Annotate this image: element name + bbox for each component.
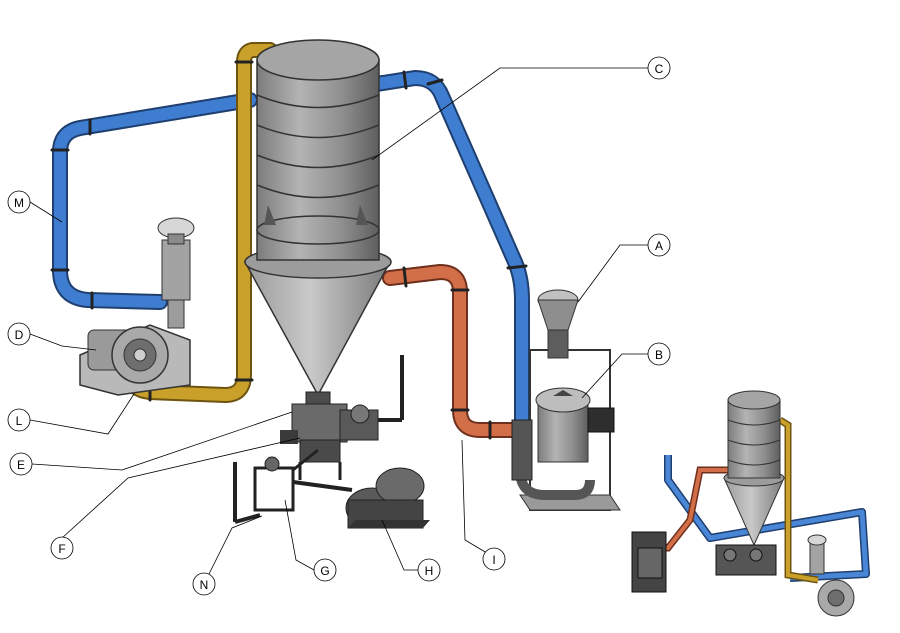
callout-g: G — [320, 564, 329, 578]
main-system — [50, 39, 621, 529]
callout-b: B — [655, 348, 663, 362]
leader-line-c — [371, 67, 648, 161]
callouts — [7, 56, 671, 596]
leader-line-n — [203, 515, 263, 585]
frame-g — [233, 448, 353, 524]
callout-l: L — [16, 414, 23, 428]
callout-a: A — [655, 239, 663, 253]
receiver-station — [511, 289, 621, 511]
callout-c: C — [655, 62, 664, 76]
leader-line-i — [461, 439, 493, 557]
leader-line-l — [29, 393, 135, 435]
main-cyclone — [243, 39, 392, 407]
callout-i: I — [492, 553, 495, 567]
leader-line-m — [29, 201, 63, 223]
leader-line-g — [284, 499, 315, 571]
callout-g-circle — [313, 558, 337, 582]
callout-h-circle — [417, 558, 441, 582]
callout-i-circle — [482, 547, 506, 571]
callout-h: H — [425, 564, 434, 578]
callout-m-circle — [7, 190, 31, 214]
vacuum-pumps-h — [345, 467, 430, 529]
leader-line-d — [29, 333, 97, 351]
callout-b-circle — [647, 342, 671, 366]
blower-d — [79, 217, 195, 396]
leader-line-a — [577, 244, 648, 303]
callout-n-circle — [192, 572, 216, 596]
leader-line-f — [61, 437, 301, 539]
callout-c-circle — [647, 56, 671, 80]
leader-line-h — [381, 519, 418, 571]
callout-f: F — [58, 542, 65, 556]
callout-a-circle — [647, 233, 671, 257]
callout-d-circle — [7, 322, 31, 346]
callout-m: M — [14, 196, 24, 210]
callout-e-circle — [9, 452, 33, 476]
callout-labels: A B C D E F G H I L M N — [14, 62, 664, 592]
blue-air-pipe-left — [50, 92, 258, 310]
callout-d: D — [15, 328, 24, 342]
feeder-assembly — [280, 355, 404, 480]
callout-e: E — [17, 458, 25, 472]
callout-f-circle — [50, 536, 74, 560]
orange-pipe — [382, 264, 523, 440]
mini-overview — [631, 390, 870, 617]
leader-line-b — [581, 353, 648, 399]
blue-air-pipe-right — [362, 70, 530, 478]
leader-line-e — [31, 411, 293, 471]
callout-l-circle — [7, 408, 31, 432]
callout-n: N — [200, 578, 209, 592]
